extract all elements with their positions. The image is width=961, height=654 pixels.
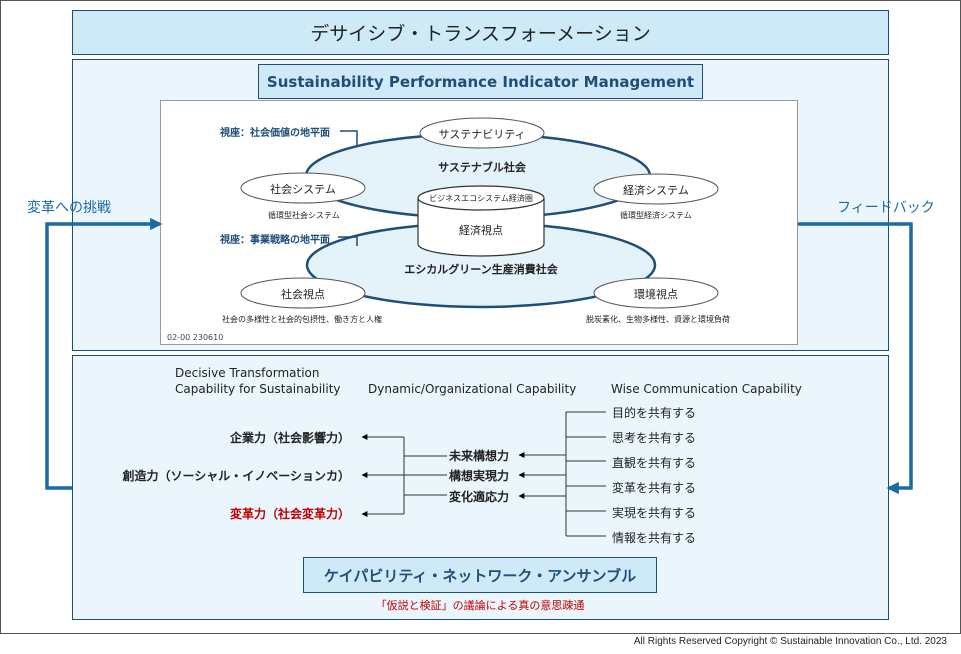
left-item-creative: 創造力（ソーシャル・イノベーションカ） — [122, 469, 350, 483]
network-title-text: ケイパビリティ・ネットワーク・アンサンブル — [323, 566, 637, 585]
spim-title-text: Sustainability Performance Indicator Man… — [266, 72, 695, 91]
social-view-sub: 社会の多様性と社会的包摂性、働き方と人権 — [222, 315, 382, 324]
dynamic-header: Dynamic/Organizational Capability — [368, 382, 577, 396]
wise-header: Wise Communication Capability — [611, 382, 802, 396]
node-social-system — [240, 172, 366, 204]
left-item-transform: 変革力（社会変革力） — [229, 507, 350, 521]
decisive-header-line2: Capability for Sustainability — [175, 382, 341, 396]
left-side-label: 変革への挑戦 — [27, 200, 111, 216]
decisive-header-line1: Decisive Transformation — [175, 366, 320, 380]
left-loop-arrow — [45, 217, 163, 490]
economic-view-label: 経済視点 — [459, 224, 503, 237]
page-title: デサイシブ・トランスフォーメーション — [72, 10, 889, 55]
right-item-realization: 実現を共有する — [612, 506, 697, 520]
view-social-pointer — [340, 130, 358, 145]
right-item-information: 情報を共有する — [612, 531, 697, 545]
env-view-label: 環境視点 — [634, 288, 678, 301]
left-bracket — [361, 434, 447, 517]
node-sustainability — [419, 117, 545, 149]
right-loop-arrow — [798, 222, 913, 495]
sustainable-society-label: サステナブル社会 — [438, 161, 526, 174]
middle-item-future: 未来構想力 — [449, 449, 510, 463]
right-item-thinking: 思考を共有する — [612, 431, 697, 445]
middle-item-adapt: 変化適応力 — [449, 490, 510, 504]
left-item-corporate: 企業力（社会影響力） — [229, 431, 350, 445]
node-social-view — [240, 277, 366, 309]
view-social-label: 視座：社会価値の地平面 — [220, 128, 330, 139]
node-env-view — [593, 277, 719, 309]
social-system-label: 社会システム — [270, 183, 336, 196]
page-title-text: デサイシブ・トランスフォーメーション — [310, 23, 651, 45]
right-bracket — [518, 411, 606, 537]
env-view-sub: 脱炭素化、生物多様性、資源と環境負荷 — [586, 315, 730, 324]
social-view-label: 社会視点 — [281, 288, 325, 301]
right-side-label: フィードバック — [837, 200, 935, 216]
social-system-sub: 循環型社会システム — [268, 211, 340, 220]
ethical-society-label: エシカルグリーン生産消費社会 — [404, 263, 558, 276]
middle-item-realize: 構想実現力 — [449, 469, 510, 483]
node-economic-system — [593, 173, 719, 205]
right-item-intuition: 直観を共有する — [612, 456, 697, 470]
economic-system-sub: 循環型経済システム — [620, 211, 692, 220]
biz-eco-label: ビジネスエコシステム経済圏 — [429, 194, 533, 203]
sustainability-label: サステナビリティ — [438, 128, 526, 141]
economic-system-label: 経済システム — [623, 184, 689, 197]
economic-cylinder — [417, 185, 545, 257]
right-item-transform: 変革を共有する — [612, 481, 697, 495]
right-item-purpose: 目的を共有する — [612, 406, 697, 420]
spim-title: Sustainability Performance Indicator Man… — [258, 64, 703, 99]
network-title: ケイパビリティ・ネットワーク・アンサンブル — [303, 557, 657, 593]
view-business-pointer — [338, 236, 358, 246]
view-business-label: 視座：事業戦略の地平面 — [220, 235, 330, 246]
copyright: All Rights Reserved Copyright © Sustaina… — [633, 636, 947, 647]
network-subtitle: 「仮説と検証」の議論による真の意思疎通 — [375, 599, 585, 612]
diagram-code: 02-00 230610 — [167, 333, 224, 342]
